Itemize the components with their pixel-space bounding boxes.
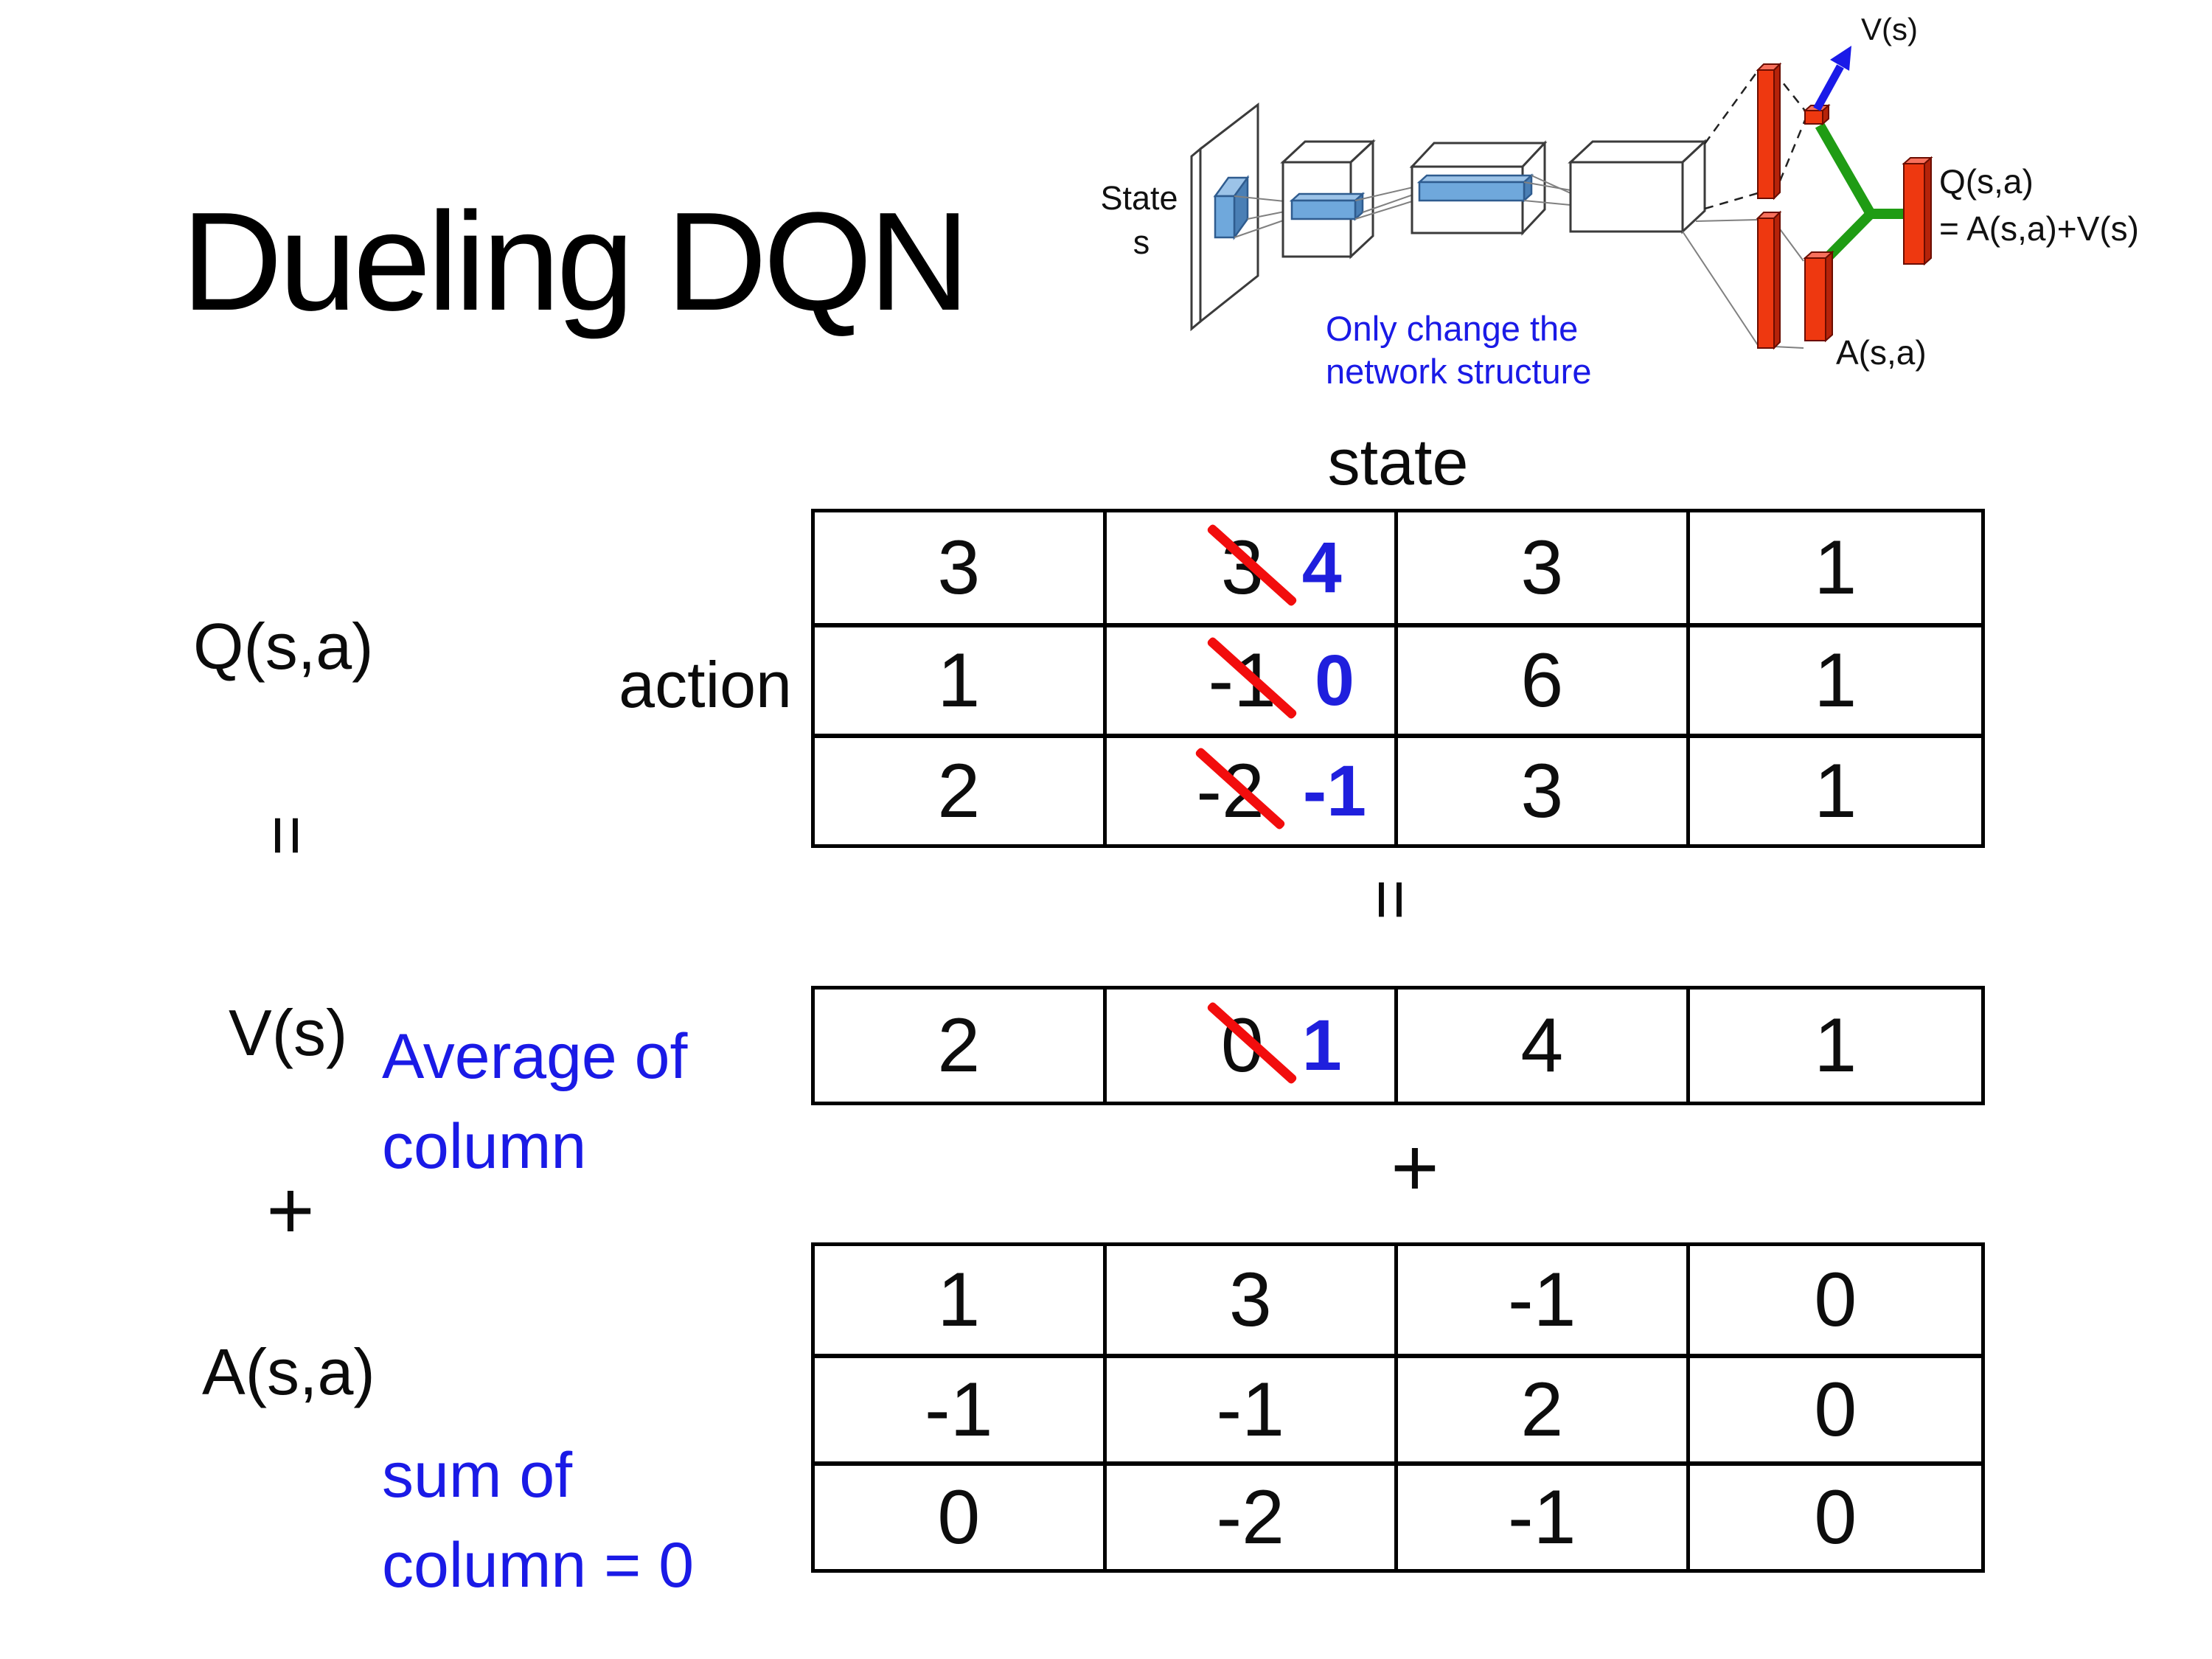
- advantage-bar: [1803, 250, 1834, 343]
- strike-line: [1206, 1001, 1298, 1085]
- funnel-lines: [1354, 185, 1420, 220]
- diagram-q-equation: = A(s,a)+V(s): [1939, 209, 2139, 248]
- q-output-bar: [1902, 156, 1933, 266]
- diagram-v-label: V(s): [1861, 12, 1918, 46]
- old-value: -1: [1206, 636, 1298, 725]
- old-value: 0: [1206, 1001, 1298, 1090]
- diagram-note-line2: network structure: [1326, 352, 1591, 391]
- table-cell: -1: [1106, 1354, 1398, 1461]
- table-cell: 2: [815, 990, 1107, 1102]
- table-cell: 1: [1814, 524, 1857, 611]
- feature-map-slab: [1416, 173, 1534, 203]
- diagram-note-line1: Only change the: [1326, 309, 1578, 348]
- feature-map-slab: [1289, 192, 1366, 221]
- sum-of-column-note: sum of column = 0: [382, 1440, 695, 1601]
- average-of-column-note: Average of column: [382, 1021, 688, 1182]
- new-value: 0: [1315, 640, 1354, 720]
- table-cell: 0: [815, 1461, 1107, 1569]
- funnel-lines: [1523, 175, 1571, 206]
- diagram-q-label: Q(s,a): [1939, 162, 2034, 201]
- new-value: 4: [1301, 527, 1342, 608]
- table-cell: 1: [815, 1246, 1107, 1354]
- table-cell: -2: [1106, 1461, 1398, 1569]
- q-matrix-label: Q(s,a): [193, 610, 374, 683]
- table-cell: -2-1: [1106, 734, 1398, 844]
- table-cell: 2: [1398, 1354, 1690, 1461]
- equals-sign-left: =: [248, 814, 327, 857]
- new-value: 1: [1301, 1005, 1342, 1085]
- strike-line: [1194, 746, 1286, 831]
- table-cell: 2: [815, 734, 1107, 844]
- table-cell: -1: [815, 1354, 1107, 1461]
- page-title: Dueling DQN: [181, 184, 970, 340]
- table-cell: 0: [1814, 1256, 1857, 1343]
- table-cell: 0: [1689, 1461, 1981, 1569]
- plus-sign-center: +: [1391, 1121, 1439, 1214]
- new-value: -1: [1302, 751, 1367, 831]
- diagram-a-label: A(s,a): [1836, 333, 1927, 372]
- merge-connector: [1815, 122, 1905, 271]
- table-cell: 6: [1398, 623, 1690, 734]
- v-arrow-icon: [1813, 46, 1851, 111]
- equals-sign-center: =: [1352, 878, 1430, 921]
- diagram-input-label: State: [1100, 179, 1178, 217]
- fc-bar: [1756, 62, 1782, 201]
- table-cell: 1: [1814, 1002, 1857, 1088]
- diagram-input-sublabel: s: [1133, 223, 1150, 261]
- fc-bar: [1756, 210, 1782, 350]
- dense-layer-box: [1568, 139, 1708, 234]
- table-cell: 3: [815, 512, 1107, 623]
- old-value: -2: [1194, 746, 1286, 835]
- table-cell: 1: [1689, 734, 1981, 844]
- table-cell: 1: [815, 623, 1107, 734]
- action-row-header: action: [619, 648, 792, 721]
- table-cell: 3: [1398, 512, 1690, 623]
- conv-filter-icon: [1213, 175, 1250, 240]
- v-matrix-label: V(s): [229, 996, 348, 1069]
- table-cell: 1: [1689, 623, 1981, 734]
- strike-line: [1206, 523, 1298, 608]
- table-cell: -1: [1398, 1461, 1690, 1569]
- table-cell: 4: [1398, 990, 1690, 1102]
- state-column-header: state: [1327, 425, 1469, 498]
- table-cell: 3: [1398, 734, 1690, 844]
- old-value: 3: [1206, 523, 1298, 612]
- table-cell: 3: [1107, 1246, 1398, 1354]
- plus-sign-left: +: [266, 1164, 315, 1256]
- table-cell: 0: [1689, 1354, 1981, 1461]
- table-cell: -1: [1398, 1246, 1690, 1354]
- a-matrix-label: A(s,a): [202, 1335, 375, 1408]
- strike-line: [1206, 636, 1298, 720]
- network-diagram: State s V(s) Q(s,a) = A(s,a)+V(s) A(s,a)…: [1100, 12, 2139, 391]
